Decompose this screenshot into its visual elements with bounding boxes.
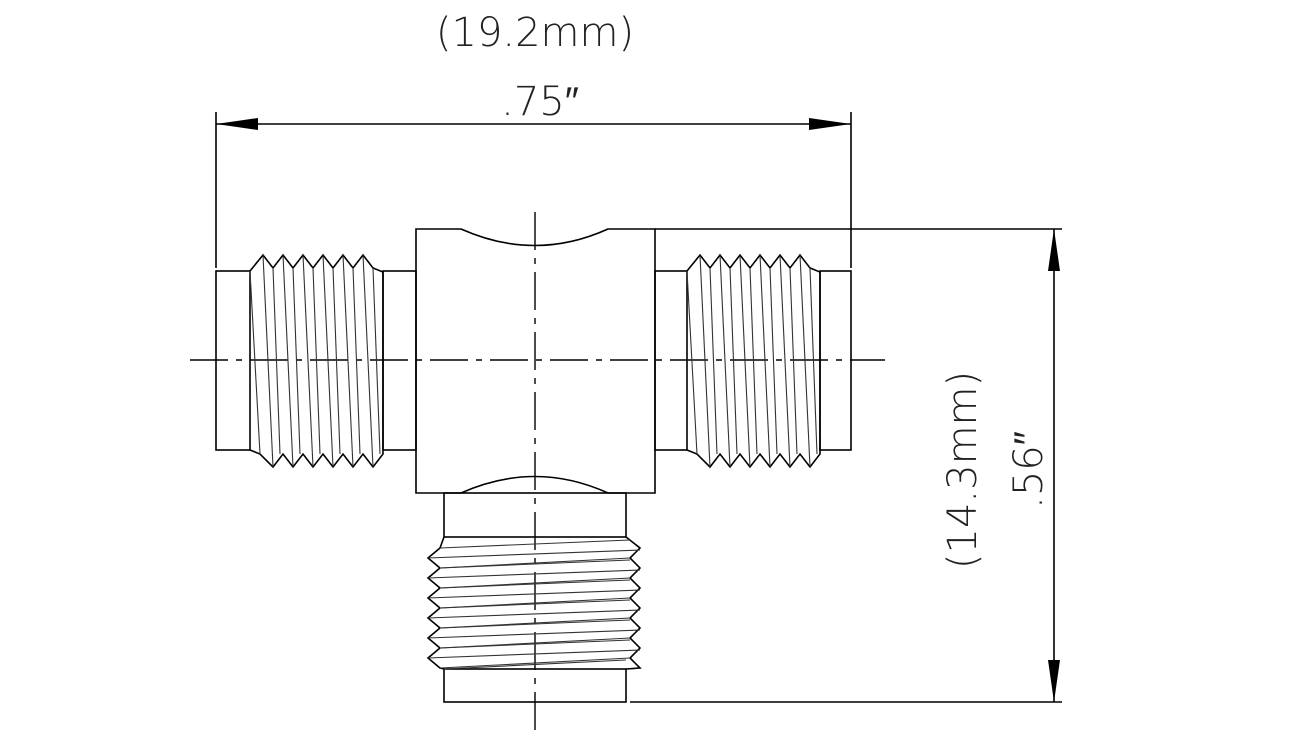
thread-line <box>686 270 698 455</box>
thread-line <box>322 254 334 468</box>
thread-line <box>439 657 631 669</box>
width-inches-label: .75″ <box>501 79 579 125</box>
thread-line <box>427 589 641 599</box>
thread-line <box>439 599 631 609</box>
thread-line <box>427 609 641 619</box>
arrow-left-icon <box>216 118 258 130</box>
thread-line <box>443 659 627 670</box>
thread-line <box>719 254 731 468</box>
thread-line <box>292 267 301 455</box>
right-connector <box>654 253 852 469</box>
thread-line <box>312 267 321 455</box>
arrow-down-icon <box>1048 660 1060 702</box>
thread-line <box>769 267 778 455</box>
thread-line <box>439 579 631 589</box>
height-dimension: .56″ (14.3mm) <box>630 228 1062 703</box>
thread-line <box>439 639 631 649</box>
thread-line <box>427 629 641 639</box>
thread-line <box>427 649 641 659</box>
thread-line <box>427 549 641 559</box>
thread-line <box>439 539 631 549</box>
thread-line <box>749 267 758 455</box>
thread-line <box>282 254 294 468</box>
height-mm-label: (14.3mm) <box>940 371 986 569</box>
thread-line <box>729 267 738 455</box>
thread-line <box>262 254 274 468</box>
thread-line <box>302 254 314 468</box>
thread-line <box>779 254 791 468</box>
thread-line <box>332 267 341 455</box>
thread-line <box>799 254 811 468</box>
thread-line <box>709 267 718 455</box>
thread-line <box>759 254 771 468</box>
thread-line <box>439 559 631 569</box>
thread-line <box>426 536 445 670</box>
thread-line <box>439 619 631 629</box>
thread-line <box>272 267 281 455</box>
thread-line <box>809 267 818 455</box>
arrow-up-icon <box>1048 229 1060 271</box>
thread-line <box>342 254 354 468</box>
thread-line <box>249 270 261 455</box>
left-connector <box>215 253 417 469</box>
thread-line <box>699 254 711 468</box>
thread-line <box>686 449 821 469</box>
thread-line <box>625 536 642 670</box>
thread-line <box>427 569 641 579</box>
thread-line <box>362 254 374 468</box>
thread-line <box>789 267 798 455</box>
width-mm-label: (19.2mm) <box>436 10 634 56</box>
height-inches-label: .56″ <box>1006 431 1052 509</box>
thread-line <box>372 267 381 455</box>
width-dimension: .75″ (19.2mm) <box>215 10 852 268</box>
tee-body <box>415 228 656 494</box>
thread-line <box>352 267 361 455</box>
bottom-connector <box>426 492 642 703</box>
thread-line <box>739 254 751 468</box>
thread-line <box>249 449 384 469</box>
arrow-right-icon <box>809 118 851 130</box>
